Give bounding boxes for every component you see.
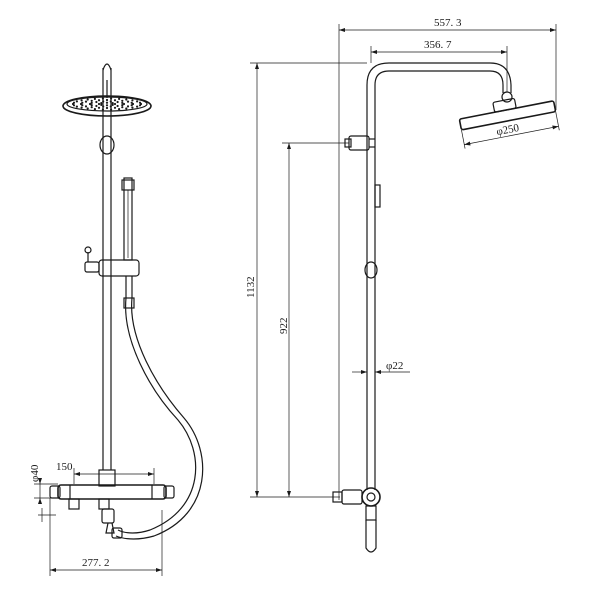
front-diverter-knob (99, 135, 115, 155)
nozzle-dot (113, 102, 117, 106)
nozzle-dot (72, 101, 76, 104)
nozzle-dot (121, 101, 124, 104)
nozzle-dot (113, 99, 117, 102)
nozzle-dot (97, 106, 101, 109)
side-slide-knob (364, 261, 378, 279)
nozzle-dot (86, 107, 89, 110)
dim-pipe-diameter: φ22 (386, 360, 403, 372)
nozzle-dot (118, 108, 121, 111)
nozzle-dot (97, 102, 101, 106)
nozzle-dot (125, 107, 128, 110)
side-shower-head (458, 97, 557, 131)
side-hand-holder (374, 184, 381, 208)
nozzle-dot (126, 100, 130, 103)
nozzle-dot (86, 98, 89, 101)
nozzle-dot (116, 100, 119, 104)
dim-total-height: 1132 (245, 276, 257, 298)
nozzle-dot (122, 102, 126, 106)
front-slide-bracket (84, 246, 140, 277)
nozzle-dot (130, 101, 133, 104)
nozzle-dot (110, 97, 113, 100)
nozzle-dot (95, 104, 98, 108)
nozzle-dot (111, 103, 114, 106)
nozzle-dot (121, 104, 124, 107)
nozzle-dot (75, 100, 78, 103)
nozzle-dot (136, 105, 139, 108)
nozzle-dot (121, 99, 124, 102)
dim-inlet-diameter: φ40 (29, 464, 41, 482)
nozzle-dot (90, 101, 93, 104)
nozzle-dot (109, 105, 112, 108)
nozzle-dot (105, 104, 109, 107)
nozzle-dot (125, 98, 128, 101)
nozzle-dot (110, 108, 113, 111)
nozzle-dot (131, 99, 134, 102)
front-dimensions: 150 φ40 277. 2 (29, 461, 163, 576)
nozzle-dot (116, 104, 119, 108)
front-hand-shower (121, 177, 135, 261)
nozzle-dot (138, 104, 142, 107)
dim-bracket-height: 922 (278, 318, 290, 335)
front-view (49, 63, 204, 540)
nozzle-dot (111, 102, 114, 105)
nozzle-dot (130, 104, 133, 107)
nozzle-dot (118, 97, 121, 100)
front-thermostatic-valve (49, 469, 175, 534)
nozzle-dot (109, 100, 112, 103)
nozzle-dot (84, 105, 88, 108)
front-shower-head (62, 95, 152, 117)
nozzle-dot (88, 102, 92, 106)
nozzle-dot (93, 108, 96, 111)
nozzle-dot (105, 98, 109, 102)
dim-total-width: 557. 3 (434, 17, 462, 29)
nozzle-dot (105, 101, 109, 104)
nozzle-dot (113, 106, 117, 109)
side-dimensions: 557. 3 356. 7 φ250 1132 922 (245, 17, 560, 500)
nozzle-dot (102, 105, 105, 108)
front-hose (115, 276, 204, 540)
nozzle-dot (101, 97, 104, 100)
nozzle-dot (75, 105, 78, 108)
nozzle-dot (81, 101, 84, 104)
nozzle-dot (100, 102, 103, 105)
nozzle-dot (100, 103, 103, 106)
nozzle-dot (80, 106, 83, 109)
dim-arm-reach: 356. 7 (424, 39, 452, 51)
side-wall-bracket (344, 135, 375, 151)
nozzle-dot (136, 100, 139, 103)
dim-valve-centers: 150 (56, 461, 73, 473)
nozzle-dot (90, 99, 93, 102)
side-view (332, 62, 557, 553)
dim-head-diameter: φ250 (495, 122, 520, 138)
side-valve (332, 487, 381, 553)
dim-valve-width: 277. 2 (82, 557, 110, 569)
front-hose-connector (111, 527, 123, 539)
nozzle-dot (101, 108, 104, 111)
nozzle-dot (95, 100, 98, 104)
nozzle-dot (97, 99, 101, 102)
nozzle-dot (80, 99, 83, 102)
nozzle-dot (90, 106, 93, 109)
nozzle-dot (126, 105, 130, 108)
nozzle-dot (105, 106, 109, 110)
nozzle-dot (102, 100, 105, 103)
nozzle-dot (90, 104, 93, 107)
nozzle-dot (93, 97, 96, 100)
nozzle-dot (84, 100, 88, 103)
nozzle-dot (138, 101, 142, 104)
nozzle-dot (131, 106, 134, 109)
nozzle-dot (121, 106, 124, 109)
